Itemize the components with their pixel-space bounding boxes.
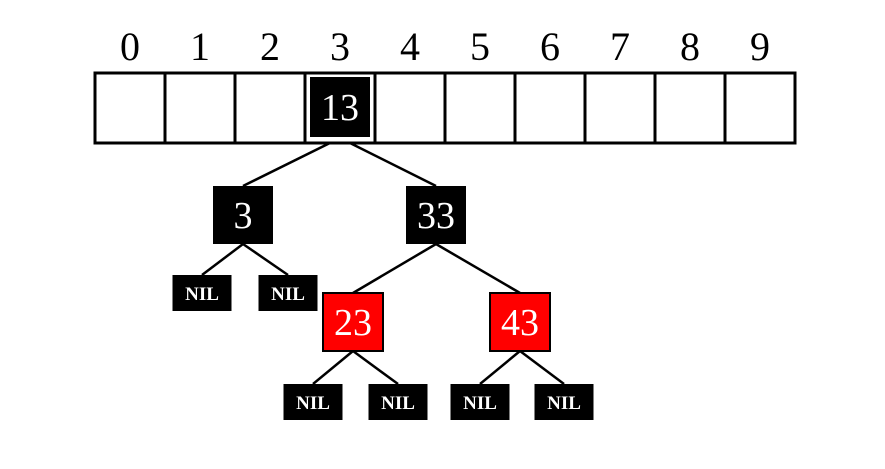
table-slot-8 [653,71,727,145]
nil-box [258,275,318,311]
edge-n3-nil1 [201,243,244,276]
node-key: 13 [321,87,359,129]
slot-index-label: 3 [330,24,350,69]
nil-leaf-node: NIL [258,275,318,311]
node-key: 43 [501,302,539,344]
slot-index-label: 0 [120,24,140,69]
nil-leaf-node: NIL [283,384,343,420]
nil-label: NIL [463,393,497,414]
table-slot-6 [513,71,587,145]
nil-box [172,275,232,311]
edge-n3-nil2 [242,242,289,277]
node-box [322,292,384,352]
nil-leaf-node: NIL [534,384,594,420]
slot-index-label: 6 [540,24,560,69]
edge-n23-nil3 [312,350,354,385]
nil-box [283,384,343,420]
nil-leaf-node: NIL [450,384,510,420]
table-slot-2 [233,71,307,145]
edge-n23-nil4 [352,349,399,386]
table-slot-5 [443,71,517,145]
node-box [406,186,466,244]
slot-index-label: 9 [750,24,770,69]
slot-index-label: 2 [260,24,280,69]
edge-n33-n23 [352,242,437,295]
nil-label: NIL [547,393,581,414]
node-box [489,292,551,352]
nil-label: NIL [381,393,415,414]
node-box [308,75,372,139]
edge-n43-nil5 [479,350,521,385]
nil-label: NIL [185,284,219,305]
edge-n13-n33 [339,136,437,188]
edge-n43-nil6 [519,350,565,385]
table-slot-4 [373,71,447,145]
table-slot-7 [583,71,657,145]
nil-box [534,384,594,420]
nil-box [368,384,428,420]
nil-leaf-node: NIL [368,384,428,420]
nil-box [450,384,510,420]
nil-label: NIL [271,284,305,305]
tree-node-3: 3 [213,186,273,244]
edge-n33-n43 [435,242,521,295]
slot-index-label: 4 [400,24,420,69]
hash-table [93,71,797,145]
node-key: 33 [417,195,455,237]
node-key: 23 [334,302,372,344]
edge-n13-n3 [242,136,341,188]
hash-table-indices: 0 1 2 3 4 5 6 7 8 9 [120,24,770,69]
tree-edges [201,136,565,386]
tree-node-23: 23 [322,292,384,352]
slot-index-label: 1 [190,24,210,69]
slot-index-label: 7 [610,24,630,69]
node-box [213,186,273,244]
nil-leaf-node: NIL [172,275,232,311]
slot-index-label: 5 [470,24,490,69]
tree-node-13: 13 [308,75,372,139]
tree-node-43: 43 [489,292,551,352]
tree-node-33: 33 [406,186,466,244]
table-slot-0 [93,71,167,145]
table-slot-9 [723,71,797,145]
node-key: 3 [234,195,253,237]
nil-label: NIL [296,393,330,414]
slot-index-label: 8 [680,24,700,69]
table-slot-1 [163,71,237,145]
